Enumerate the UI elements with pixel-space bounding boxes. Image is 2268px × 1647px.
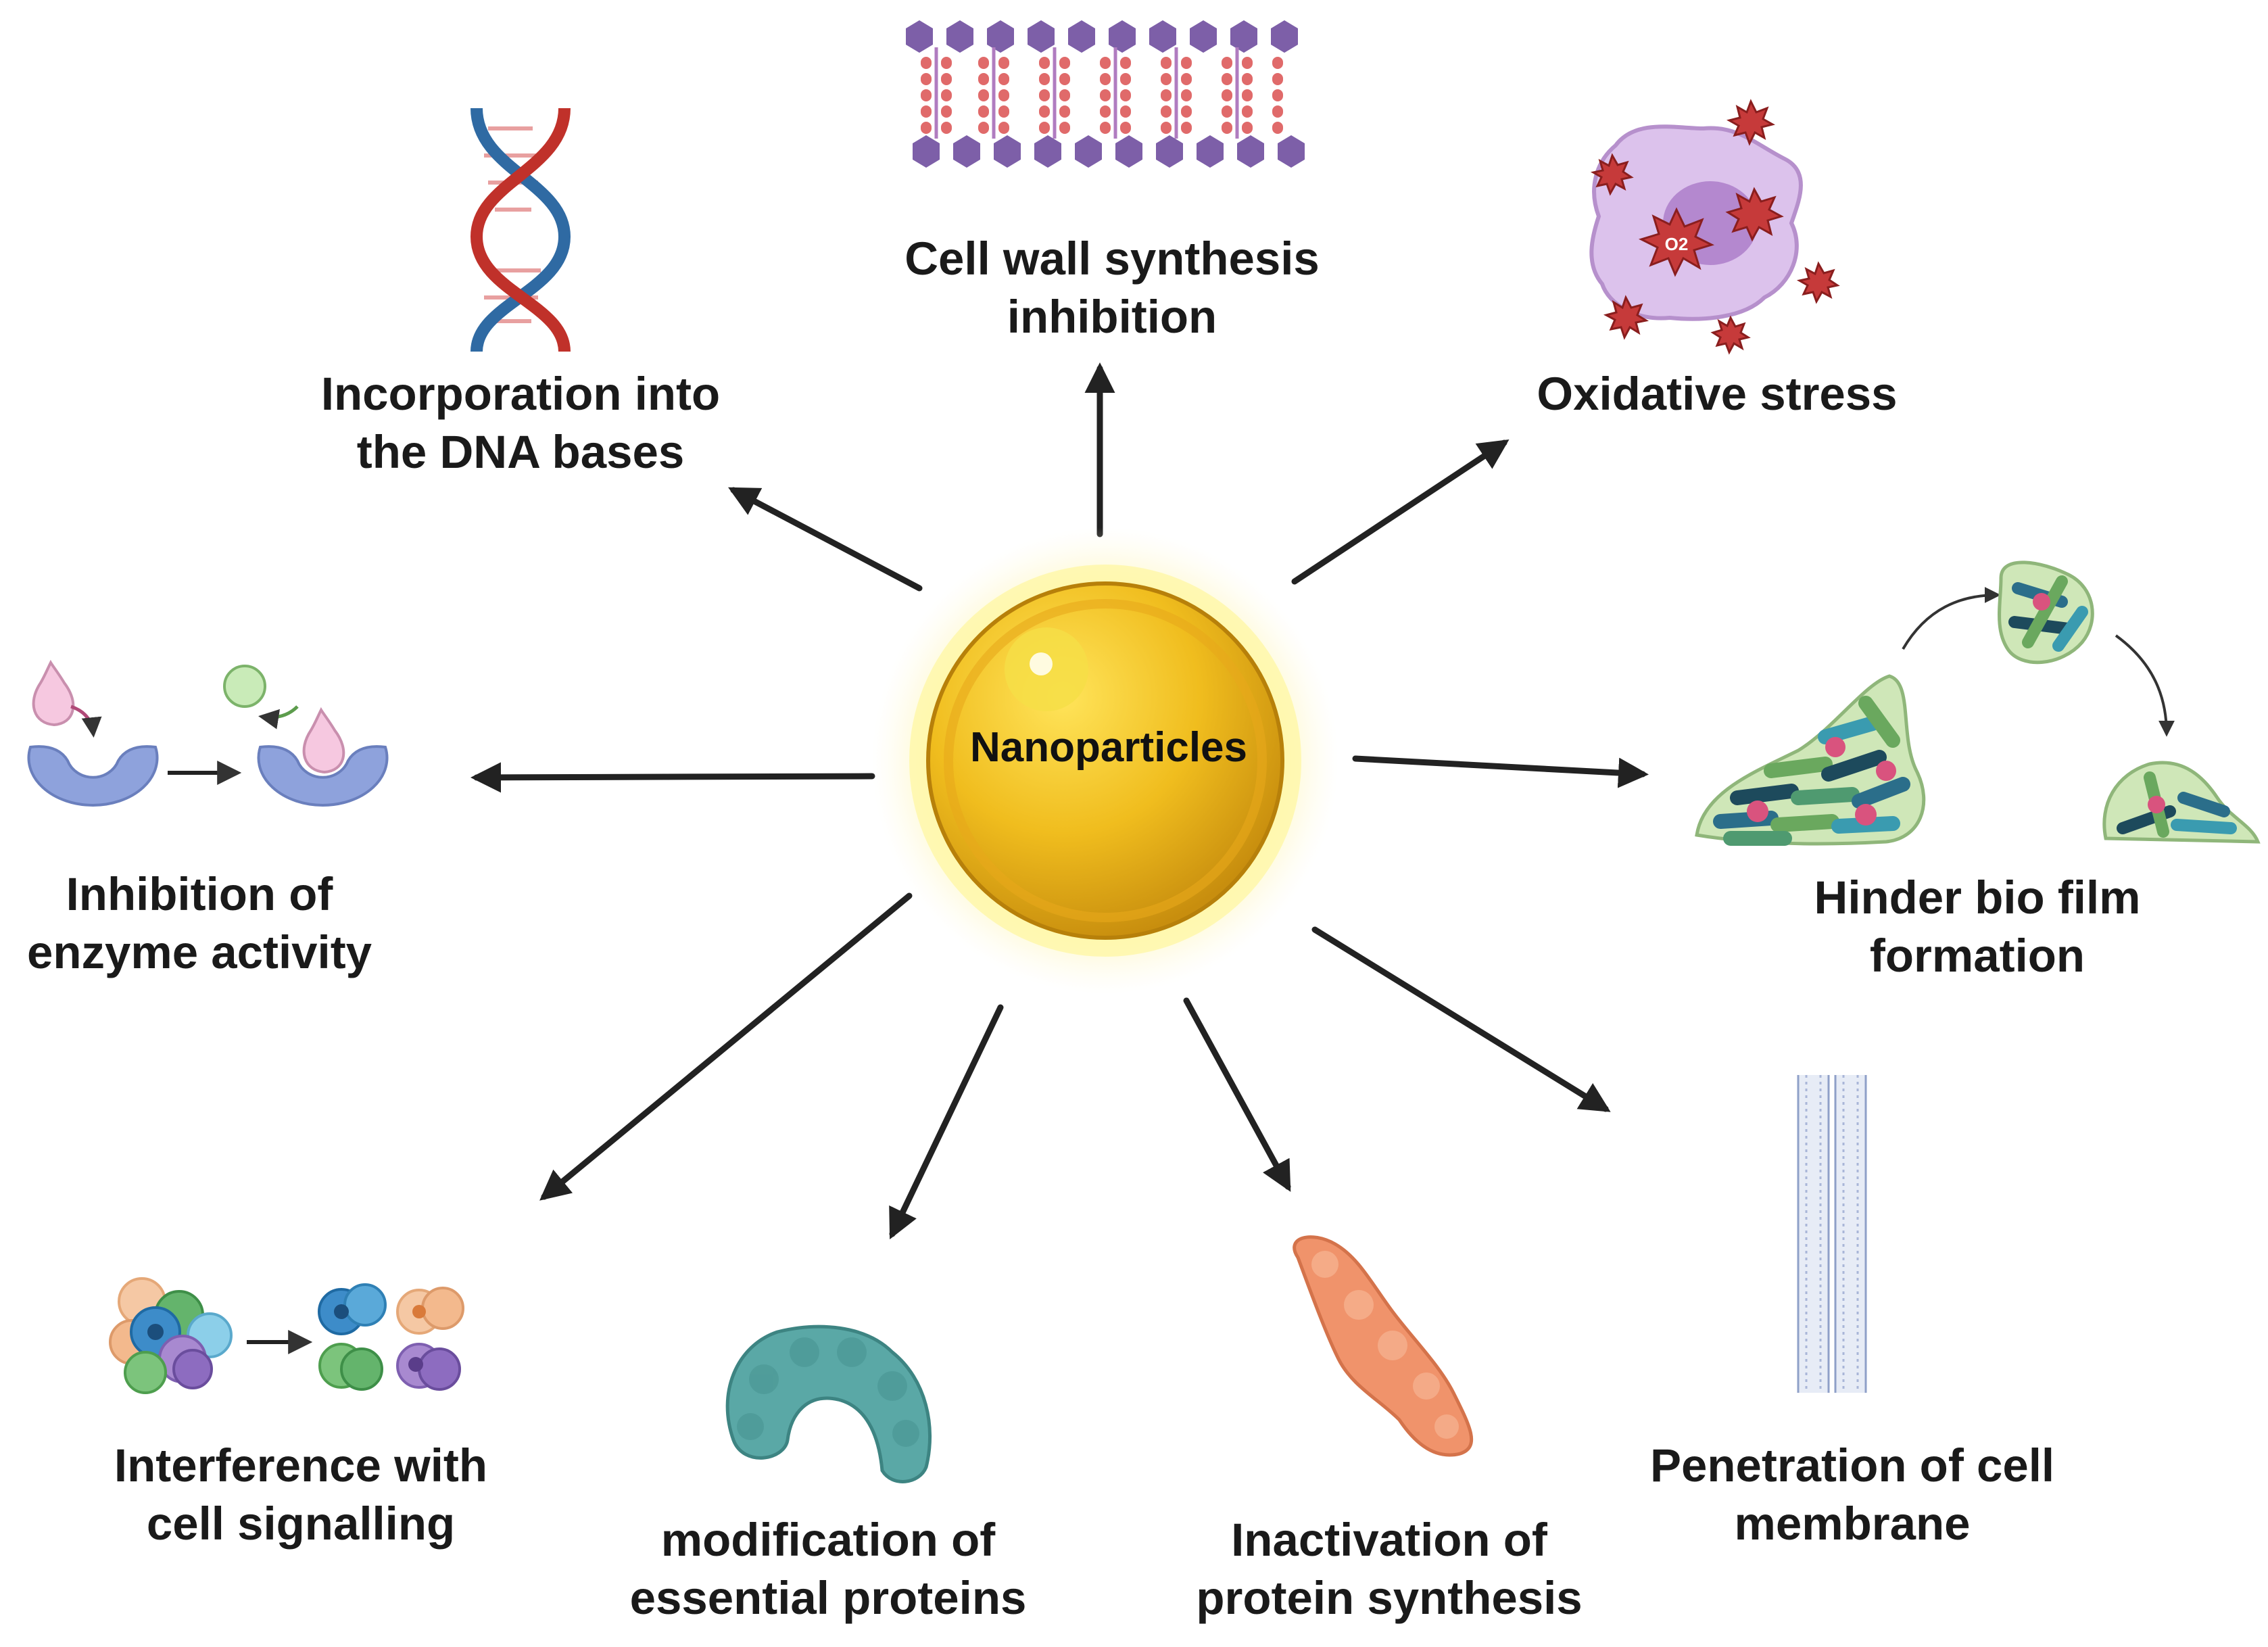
biofilm-icon bbox=[1695, 560, 2261, 846]
label-oxidative: Oxidative stress bbox=[1494, 365, 1940, 423]
label-enzyme-line2: enzyme activity bbox=[26, 926, 372, 978]
label-synthesis-line1: Inactivation of bbox=[1231, 1514, 1547, 1566]
label-dna-line1: Incorporation into bbox=[320, 368, 721, 420]
svg-text:O2: O2 bbox=[1665, 234, 1689, 254]
label-oxidative-line1: Oxidative stress bbox=[1537, 368, 1898, 420]
arrow-enzyme bbox=[471, 762, 875, 793]
label-membrane: Penetration of cell membrane bbox=[1609, 1437, 2096, 1553]
arrows bbox=[471, 362, 1649, 1240]
cell-wall-icon bbox=[906, 20, 1305, 168]
label-cell-wall-line2: inhibition bbox=[1007, 291, 1217, 343]
arrow-biofilm bbox=[1352, 755, 1649, 788]
arrow-membrane bbox=[1311, 926, 1611, 1112]
label-enzyme-line1: Inhibition of bbox=[66, 868, 333, 920]
label-dna: Incorporation into the DNA bases bbox=[264, 365, 777, 481]
label-biofilm-line2: formation bbox=[1869, 930, 2085, 982]
label-proteins-line1: modification of bbox=[660, 1514, 996, 1566]
label-synthesis: Inactivation of protein synthesis bbox=[1149, 1511, 1629, 1627]
label-cell-wall: Cell wall synthesis inhibition bbox=[842, 230, 1382, 346]
nanoparticle-sphere bbox=[872, 527, 1338, 994]
label-signalling-line1: Interference with bbox=[114, 1439, 488, 1491]
arrow-signalling bbox=[539, 892, 913, 1201]
label-biofilm-line1: Hinder bio film bbox=[1814, 872, 2141, 924]
cell-signalling-icon bbox=[109, 1277, 464, 1394]
essential-protein-icon bbox=[725, 1324, 932, 1483]
arrow-synthesis bbox=[1183, 997, 1291, 1192]
label-membrane-line1: Penetration of cell bbox=[1649, 1439, 2055, 1491]
label-cell-wall-line1: Cell wall synthesis bbox=[904, 233, 1320, 285]
dna-icon bbox=[470, 108, 571, 352]
label-enzyme: Inhibition of enzyme activity bbox=[0, 865, 399, 982]
label-signalling: Interference with cell signalling bbox=[68, 1437, 534, 1553]
label-proteins-line2: essential proteins bbox=[629, 1572, 1027, 1624]
arrow-proteins bbox=[889, 1004, 1004, 1240]
label-proteins: modification of essential proteins bbox=[581, 1511, 1075, 1627]
arrow-oxidative bbox=[1291, 439, 1510, 585]
label-dna-line2: the DNA bases bbox=[356, 426, 685, 478]
oxygen-radical-icon: O2 bbox=[1638, 207, 1715, 277]
cell-membrane-icon bbox=[1797, 1075, 1867, 1393]
label-synthesis-line2: protein synthesis bbox=[1196, 1572, 1583, 1624]
oxidative-cell-icon: O2 bbox=[1589, 99, 1840, 355]
center-label: Nanoparticles bbox=[969, 724, 1248, 771]
label-signalling-line2: cell signalling bbox=[146, 1498, 456, 1550]
label-biofilm: Hinder bio film formation bbox=[1744, 869, 2211, 985]
protein-synthesis-icon bbox=[1293, 1235, 1474, 1457]
label-membrane-line2: membrane bbox=[1734, 1498, 1971, 1550]
enzyme-icon bbox=[27, 659, 389, 807]
arrow-dna bbox=[728, 487, 923, 592]
